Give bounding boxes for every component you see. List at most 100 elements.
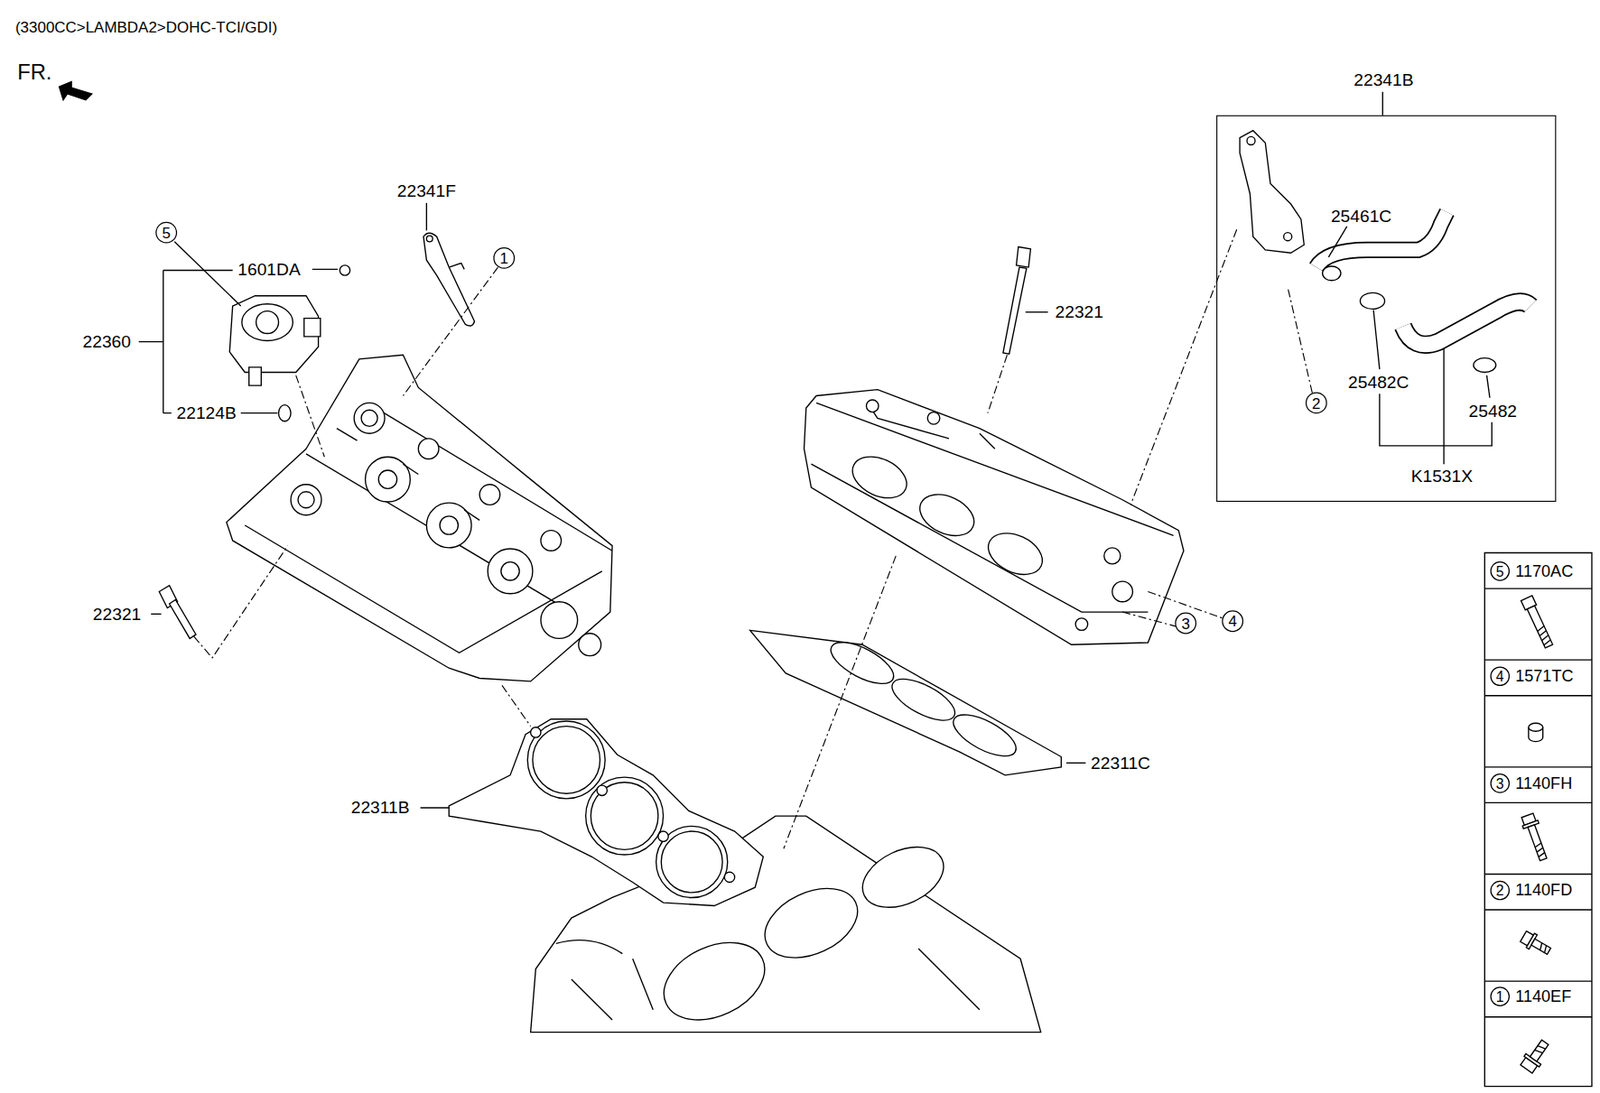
head-gasket-right <box>750 630 1062 775</box>
leader-line <box>1442 348 1444 465</box>
cam-housing <box>249 367 262 386</box>
callout-circle <box>1490 774 1509 793</box>
fastener-icon <box>1534 843 1545 857</box>
callout-number: 1 <box>1495 989 1506 1005</box>
dashed-leader <box>502 685 531 726</box>
leader-line <box>1487 375 1490 399</box>
cylinder-head-left <box>501 562 520 581</box>
dashed-leader <box>296 375 326 457</box>
hose-clamp <box>1359 292 1385 309</box>
front-arrow <box>59 81 93 100</box>
hose-clamp <box>1322 266 1497 373</box>
fastener-table <box>1484 553 1592 1088</box>
part-number: 22341F <box>396 182 457 200</box>
part-number: 1140FD <box>1514 883 1573 900</box>
cylinder-head-right <box>810 402 1173 613</box>
dashed-leader <box>1130 229 1238 505</box>
cylinder-head-left <box>361 409 378 427</box>
dashed-leader <box>194 229 1313 849</box>
callout-circle <box>1222 611 1244 633</box>
cylinder-head-left <box>353 402 385 434</box>
leader-line <box>1066 762 1086 764</box>
callout-number: 5 <box>1495 564 1506 579</box>
callout-circle <box>156 222 177 243</box>
fastener-icon <box>1519 930 1554 959</box>
fastener-icon <box>1526 605 1553 649</box>
leader-line <box>1025 311 1049 313</box>
leader-line <box>426 203 428 232</box>
part-number: 25461C <box>1330 207 1394 225</box>
fastener-table <box>1484 553 1592 1088</box>
callout-circle <box>1490 667 1509 686</box>
leader-line <box>420 807 450 809</box>
head-bolt-right <box>1016 246 1032 268</box>
part-number: 25482 <box>1467 402 1518 420</box>
head-gasket-left <box>656 826 728 898</box>
cylinder-head-right <box>846 448 914 507</box>
dashed-leader <box>1122 612 1176 627</box>
head-gasket-left <box>532 726 601 795</box>
head-gasket-left <box>448 719 763 907</box>
head-gasket-right <box>885 670 961 729</box>
callout-circle <box>1175 613 1197 634</box>
leader-line <box>139 92 1493 809</box>
callout-number: 4 <box>1227 613 1238 630</box>
callout-number: 3 <box>1495 776 1506 791</box>
cylinder-head-right <box>1112 581 1134 603</box>
head-gasket-left <box>596 785 607 796</box>
cylinder-head-left <box>378 470 397 489</box>
cylinder-block <box>753 874 869 972</box>
callout-number: 2 <box>1495 883 1506 899</box>
leader-line <box>241 269 338 413</box>
title: (3300CC>LAMBDA2>DOHC-TCI/GDI) <box>14 18 279 35</box>
callout-number: 2 <box>1311 395 1322 411</box>
cylinder-head-left <box>479 484 501 506</box>
hanger-bracket <box>423 232 475 326</box>
cam-housing <box>256 311 280 335</box>
callout-circle <box>1490 562 1509 581</box>
dashed-leader <box>402 267 498 396</box>
head-gasket-left <box>724 872 735 883</box>
head-gasket-left <box>590 782 659 851</box>
front-arrow <box>59 81 93 100</box>
head-gasket-left <box>658 831 669 842</box>
head-gasket-left <box>530 727 541 738</box>
hose <box>1403 302 1531 345</box>
callout-circle <box>493 248 515 270</box>
part-number: 1140FH <box>1514 775 1573 792</box>
hanger-bracket <box>426 235 433 242</box>
callout-number: 5 <box>160 224 172 241</box>
hanger-bracket <box>423 232 475 326</box>
callout-circle <box>1490 881 1509 900</box>
head-bolt-left <box>158 586 196 640</box>
fastener-icon <box>1536 626 1552 646</box>
fastener-icon <box>1528 723 1544 742</box>
head-gasket-right <box>947 706 1023 765</box>
cylinder-head-left <box>226 354 613 682</box>
cylinder-head-right <box>912 486 981 545</box>
callout-number: 3 <box>1180 615 1191 632</box>
cylinder-block <box>853 835 954 920</box>
cylinder-head-right <box>981 525 1050 584</box>
leader-line <box>1328 226 1347 258</box>
cylinder-head-left <box>487 548 533 595</box>
bracket <box>1239 130 1304 254</box>
dowel-pin <box>279 405 292 422</box>
cam-housing <box>241 304 294 342</box>
cylinder-head-right <box>1075 618 1089 632</box>
cylinder-head-left <box>244 402 613 653</box>
fastener-icon <box>1531 939 1552 955</box>
dowel-pin <box>279 405 292 422</box>
leader-line <box>174 241 241 307</box>
leader-line <box>150 613 161 615</box>
head-gasket-left <box>660 831 723 894</box>
cylinder-head-left <box>439 516 458 535</box>
head-gasket-left <box>527 721 605 800</box>
callout-circle <box>1490 987 1509 1006</box>
plug <box>339 265 350 276</box>
hose-clamp <box>1473 358 1497 373</box>
cylinder-head-right <box>865 400 879 413</box>
